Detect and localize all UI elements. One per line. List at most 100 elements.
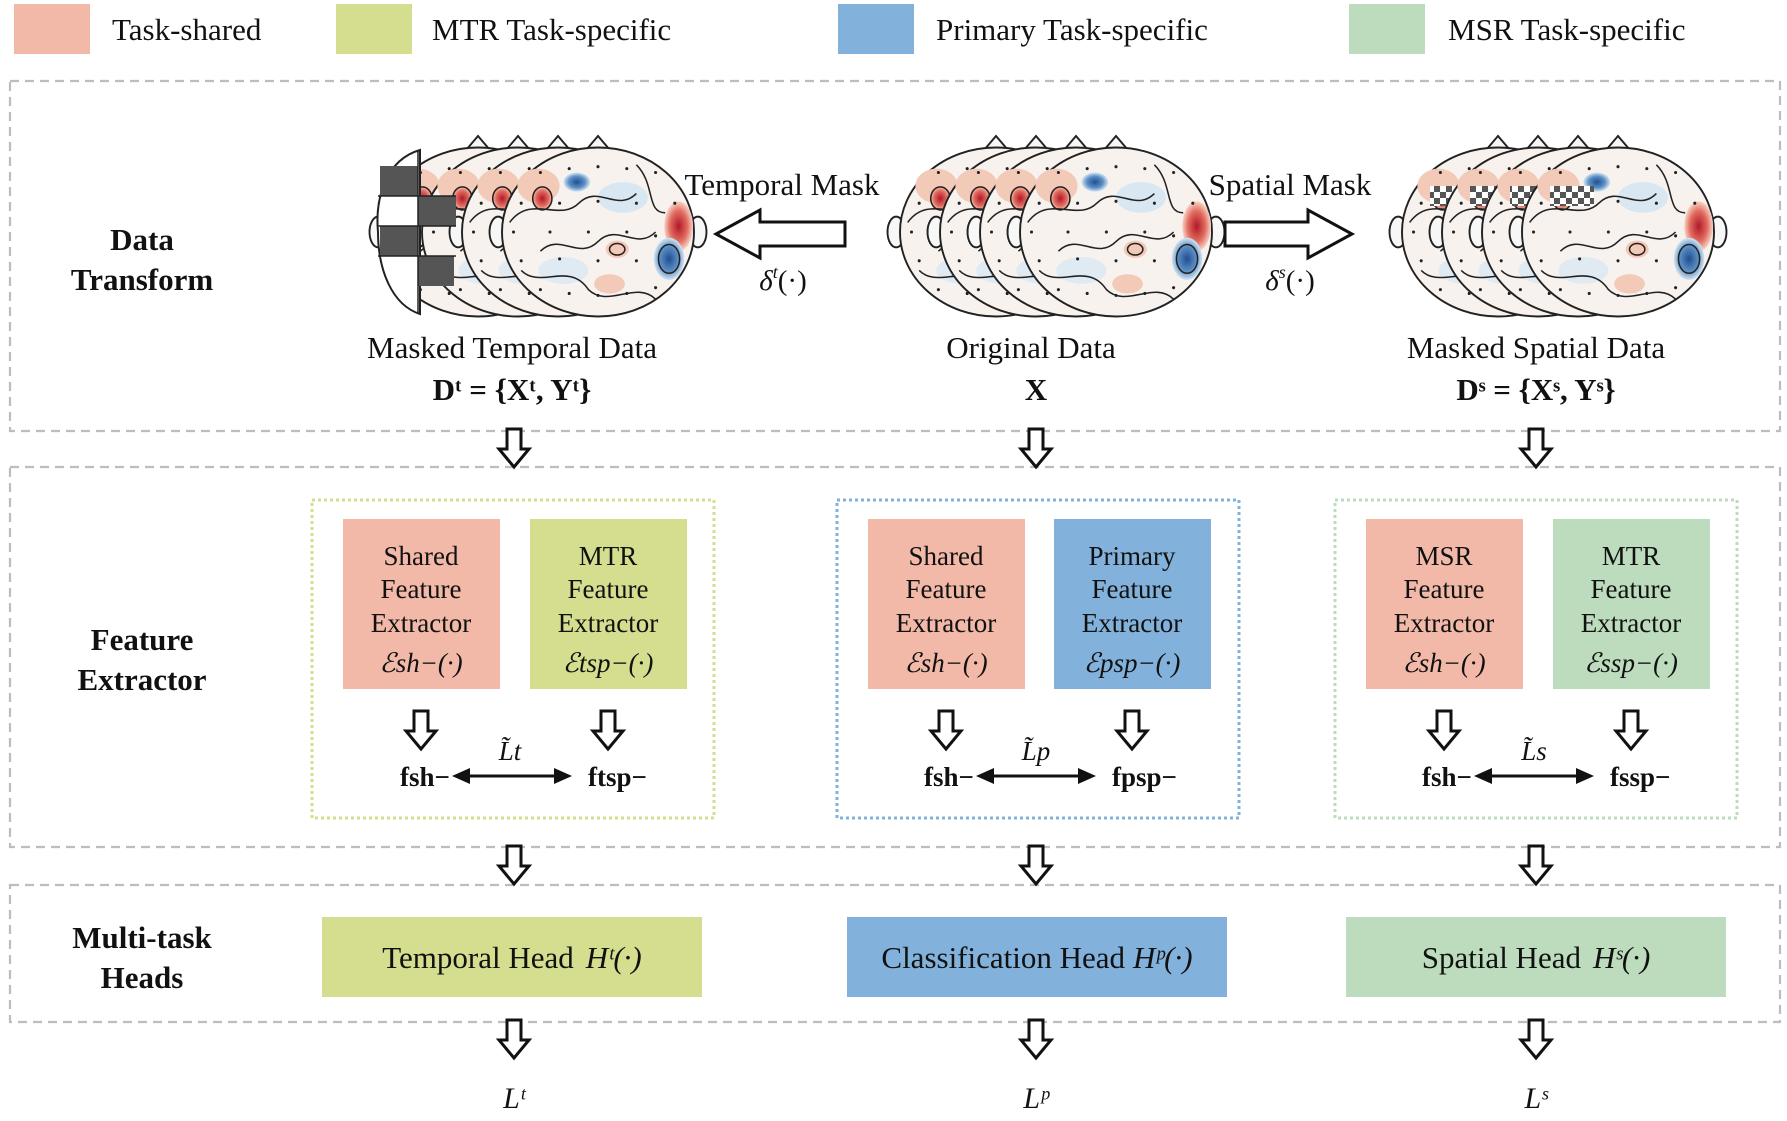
primary-specific-line2: Feature [1092, 574, 1173, 604]
spatial-specific-line1: MTR [1602, 541, 1661, 571]
section-label-feature-extractor-2: Extractor [77, 662, 206, 697]
temporal-consistency-loss: L̃t [498, 736, 523, 766]
primary-specific-math: ℰpsp−(·) [1084, 648, 1181, 678]
down-arrow-original-3 [1019, 1018, 1053, 1060]
masked-temporal-data-title: Masked Temporal Data [367, 330, 657, 365]
masked-spatial-data-title: Masked Spatial Data [1407, 330, 1666, 365]
primary-shared-line2: Feature [906, 574, 987, 604]
temporal-shared-line2: Feature [381, 574, 462, 604]
multitask-heads-section [8, 883, 1782, 1024]
legend-label-mtr: MTR Task-specific [432, 12, 671, 47]
primary-specific-down-arrow [1115, 709, 1149, 751]
primary-extractor-group: Shared Feature Extractor ℰsh−(·) Primary… [835, 498, 1241, 820]
primary-shared-line1: Shared [909, 541, 984, 571]
spatial-mask-label: Spatial Mask [1209, 167, 1372, 202]
down-arrow-temporal-3 [497, 1018, 531, 1060]
legend-label-msr: MSR Task-specific [1448, 12, 1685, 47]
down-arrow-spatial-2 [1519, 844, 1553, 886]
down-arrow-spatial-3 [1519, 1018, 1553, 1060]
temporal-shared-feature: fsh− [400, 762, 450, 792]
spatial-shared-math: ℰsh−(·) [1402, 648, 1485, 678]
down-arrow-original-1 [1019, 427, 1053, 469]
temporal-specific-line2: Feature [568, 574, 649, 604]
spatial-specific-down-arrow [1614, 709, 1648, 751]
temporal-shared-math: ℰsh−(·) [379, 648, 462, 678]
legend-swatch-mtr [336, 4, 412, 54]
original-data-formula: X [1025, 372, 1048, 407]
spatial-shared-feature: fsh− [1422, 762, 1472, 792]
primary-shared-line3: Extractor [896, 608, 996, 638]
original-data-title: Original Data [946, 330, 1116, 365]
temporal-head-box [322, 917, 702, 997]
primary-consistency-arrow [976, 768, 1096, 784]
legend-label-task-shared: Task-shared [112, 12, 262, 47]
primary-consistency-loss: L̃p [1021, 736, 1051, 766]
masked-temporal-topomap-stack [368, 135, 708, 318]
masked-temporal-data-formula: Dᵗ = {Xᵗ, Yᵗ} [433, 372, 592, 407]
temporal-shared-down-arrow [404, 709, 438, 751]
original-topomap-stack [886, 135, 1226, 318]
temporal-specific-line1: MTR [579, 541, 638, 571]
spatial-consistency-loss: L̃s [1520, 736, 1547, 766]
primary-shared-down-arrow [929, 709, 963, 751]
spatial-specific-line2: Feature [1591, 574, 1672, 604]
spatial-specific-line3: Extractor [1581, 608, 1681, 638]
spatial-extractor-group: MSR Feature Extractor ℰsh−(·) MTR Featur… [1333, 498, 1739, 820]
spatial-loss: Lˢ [1523, 1082, 1549, 1115]
temporal-mask-arrow [712, 207, 847, 261]
spatial-mask-operator: δs(·) [1265, 262, 1314, 297]
feature-extractor-section [8, 465, 1782, 849]
section-label-data-transform-2: Transform [71, 262, 214, 297]
spatial-consistency-arrow [1474, 768, 1594, 784]
temporal-loss: Lᵗ [502, 1082, 527, 1115]
primary-group-border [835, 498, 1241, 820]
masked-spatial-topomap-stack [1388, 135, 1728, 318]
section-label-heads-1: Multi-task [72, 920, 212, 955]
down-arrow-spatial-1 [1519, 427, 1553, 469]
temporal-specific-math: ℰtsp−(·) [563, 648, 654, 678]
legend-label-primary: Primary Task-specific [936, 12, 1208, 47]
spatial-shared-line2: Feature [1404, 574, 1485, 604]
temporal-shared-line3: Extractor [371, 608, 471, 638]
legend-swatch-task-shared [14, 4, 90, 54]
primary-specific-line3: Extractor [1082, 608, 1182, 638]
down-arrow-temporal-1 [497, 427, 531, 469]
temporal-shared-line1: Shared [384, 541, 459, 571]
primary-specific-extractor-box [1054, 519, 1211, 689]
spatial-shared-down-arrow [1427, 709, 1461, 751]
primary-specific-line1: Primary [1089, 541, 1176, 571]
temporal-mask-label: Temporal Mask [685, 167, 880, 202]
temporal-specific-down-arrow [591, 709, 625, 751]
spatial-mask-checker-icon [1550, 186, 1594, 206]
section-label-heads-2: Heads [101, 960, 184, 995]
spatial-shared-line1: MSR [1415, 541, 1472, 571]
classification-head-box [847, 917, 1227, 997]
primary-shared-feature: fsh− [924, 762, 974, 792]
masked-spatial-data-formula: Dˢ = {Xˢ, Yˢ} [1456, 372, 1615, 407]
primary-specific-feature: fpsp− [1112, 762, 1177, 792]
spatial-group-border [1333, 498, 1739, 820]
primary-shared-extractor-box [868, 519, 1025, 689]
spatial-specific-extractor-box [1553, 519, 1710, 689]
spatial-head-box [1346, 917, 1726, 997]
primary-loss: Lᵖ [1022, 1082, 1050, 1115]
spatial-specific-math: ℰssp−(·) [1584, 648, 1678, 678]
temporal-mask-operator: δt(·) [759, 262, 806, 297]
down-arrow-temporal-2 [497, 844, 531, 886]
spatial-specific-feature: fssp− [1610, 762, 1670, 792]
down-arrow-original-2 [1019, 844, 1053, 886]
temporal-consistency-arrow [452, 768, 572, 784]
temporal-mask-block-icon [376, 148, 456, 316]
legend-swatch-primary [838, 4, 914, 54]
section-label-feature-extractor-1: Feature [91, 622, 194, 657]
spatial-shared-extractor-box [1366, 519, 1523, 689]
primary-shared-math: ℰsh−(·) [904, 648, 987, 678]
temporal-extractor-group: Shared Feature Extractor ℰsh−(·) MTR Fea… [310, 498, 716, 820]
temporal-specific-line3: Extractor [558, 608, 658, 638]
temporal-shared-extractor-box [343, 519, 500, 689]
temporal-group-border [310, 498, 716, 820]
legend-swatch-msr [1349, 4, 1425, 54]
spatial-mask-arrow [1223, 207, 1356, 261]
